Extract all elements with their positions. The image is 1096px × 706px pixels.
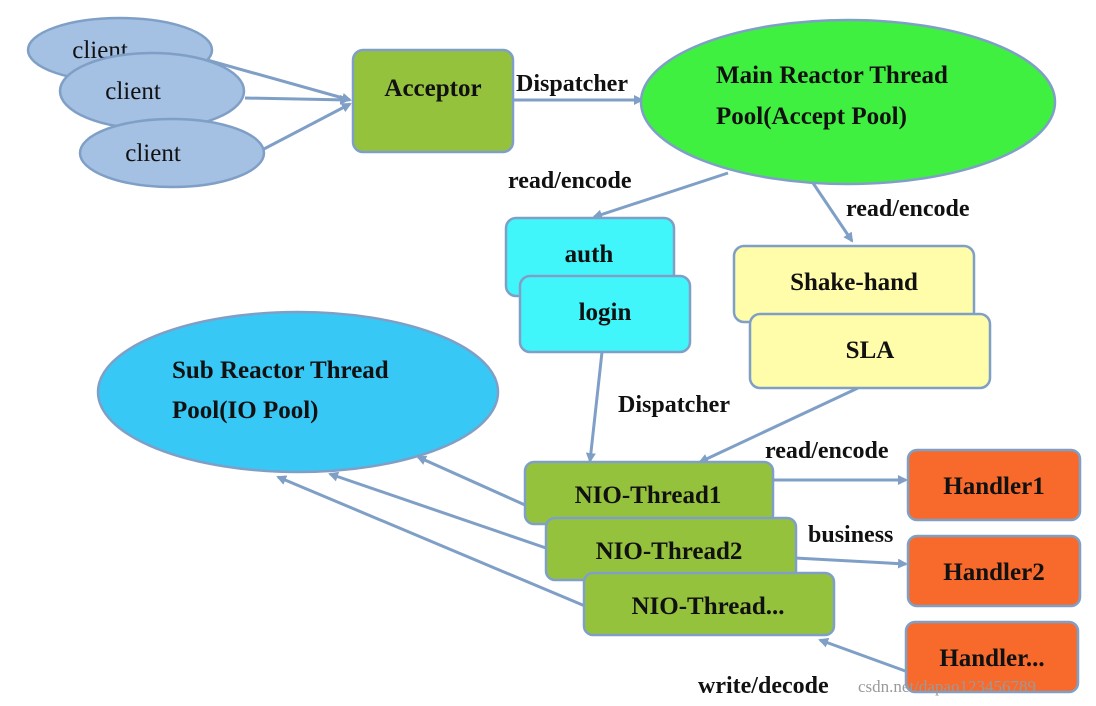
client-node: client (78, 117, 266, 189)
edge-label-dispatcher: Dispatcher (516, 71, 628, 97)
client-label: client (105, 78, 161, 105)
handler-label: Handler1 (943, 473, 1044, 500)
sub-reactor-label-line1: Sub Reactor Thread (172, 357, 389, 384)
nio-thread-node: NIO-Thread1 (523, 460, 775, 526)
acceptor-box (351, 48, 515, 154)
watermark: csdn.net/dapao123456789 (858, 677, 1036, 696)
nio-thread-node: NIO-Thread2 (544, 516, 798, 582)
arrow-client3-to-acceptor (261, 102, 352, 152)
handler-node: Handler1 (906, 448, 1082, 522)
nio-thread-node: NIO-Thread... (582, 571, 836, 637)
acceptor-node: Acceptor (351, 48, 515, 154)
handler-label: Handler2 (943, 559, 1044, 586)
edge-label-write-decode: write/decode (698, 673, 829, 699)
sub-reactor-label-line2: Pool(IO Pool) (172, 397, 319, 424)
edge-label-dispatcher: Dispatcher (618, 392, 730, 418)
login-label: login (579, 299, 632, 326)
main-reactor-label-line1: Main Reactor Thread (716, 62, 948, 89)
arrow-client2-to-acceptor (244, 94, 350, 105)
arrow-handler3-to-nio (818, 638, 909, 674)
arrow-login-to-nio (585, 351, 604, 463)
acceptor-label: Acceptor (384, 75, 481, 102)
sla-node: SLA (748, 312, 992, 390)
arrow-nio2-to-sub-reactor (328, 471, 547, 550)
shake-hand-node: Shake-hand (732, 244, 976, 324)
sub-reactor-ellipse (96, 310, 500, 474)
arrow-nio3-to-sub-reactor (276, 475, 586, 608)
login-box (518, 274, 692, 354)
handler-node: Handler... (904, 620, 1080, 694)
main-reactor-node: Main Reactor Thread Pool(Accept Pool) (639, 18, 1057, 186)
arrow-main-to-auth (592, 171, 729, 220)
nio-thread-label: NIO-Thread... (631, 593, 784, 620)
nio-thread-box (582, 571, 836, 637)
nio-thread-label: NIO-Thread1 (575, 482, 722, 509)
handler-node: Handler2 (906, 534, 1082, 608)
nio-thread-label: NIO-Thread2 (596, 538, 743, 565)
edge-label-read-encode: read/encode (765, 438, 889, 464)
arrows (199, 56, 909, 674)
arrow-client1-to-acceptor (199, 56, 352, 103)
client-node: client (58, 51, 246, 131)
edge-label-read-encode: read/encode (846, 196, 970, 222)
sla-label: SLA (846, 337, 895, 364)
client-label: client (125, 140, 181, 167)
login-node: login (518, 274, 692, 354)
handler-box (906, 448, 1082, 522)
handler-label: Handler... (939, 645, 1044, 672)
edge-label-read-encode: read/encode (508, 168, 632, 194)
handler-box (904, 620, 1080, 694)
main-reactor-label-line2: Pool(Accept Pool) (716, 103, 907, 130)
main-reactor-ellipse (639, 18, 1057, 186)
arrow-nio-to-handler2 (794, 556, 908, 569)
sub-reactor-node: Sub Reactor Thread Pool(IO Pool) (96, 310, 500, 474)
arrow-sla-to-nio (698, 386, 859, 464)
client-ellipse (78, 117, 266, 189)
arrow-nio1-to-sub-reactor (416, 455, 526, 507)
handler-box (906, 534, 1082, 608)
shake-hand-label: Shake-hand (790, 269, 918, 296)
auth-label: auth (565, 241, 614, 268)
arrow-main-to-shake-hand (811, 182, 854, 243)
sla-box (748, 312, 992, 390)
edge-label-business: business (808, 522, 893, 548)
